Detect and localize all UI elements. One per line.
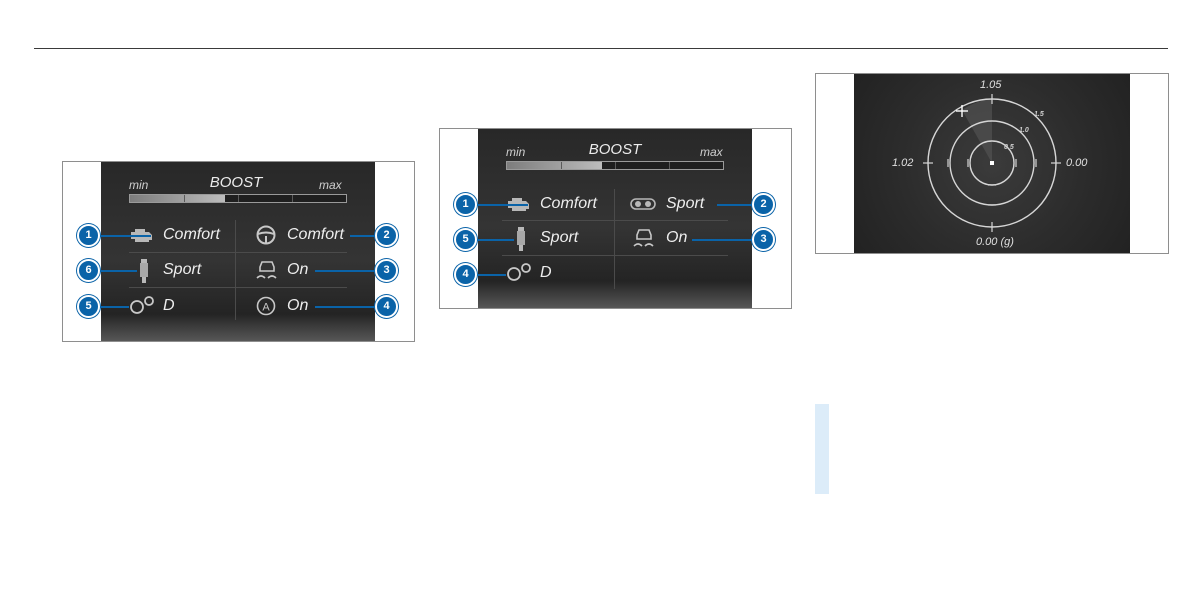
value-steering: Comfort	[287, 226, 344, 244]
boost-title: BOOST	[191, 174, 281, 191]
g-label-bottom: 0.00 (g)	[976, 236, 1014, 248]
suspension-icon	[514, 227, 528, 251]
g-meter-screen: 1.05 1.02 0.00 0.00 (g) 1.5 1.0 0.5	[854, 74, 1130, 253]
value-suspension: Sport	[540, 229, 578, 247]
eco-start-stop-icon: A	[255, 295, 277, 317]
value-esp: On	[666, 229, 687, 247]
ring-label-outer: 1.5	[1034, 111, 1044, 118]
value-esp: On	[287, 261, 308, 279]
callout-3: 3	[375, 259, 398, 282]
awd-icon	[630, 196, 656, 212]
value-awd: Sport	[666, 195, 704, 213]
boost-min-label: min	[506, 145, 525, 159]
boost-min-label: min	[129, 178, 148, 192]
figure-panel-3: 1.05 1.02 0.00 0.00 (g) 1.5 1.0 0.5	[815, 73, 1169, 254]
note-marker	[815, 404, 829, 494]
value-eco-start-stop: On	[287, 297, 308, 315]
g-label-left: 1.02	[892, 157, 913, 169]
callout-5: 5	[454, 228, 477, 251]
value-engine: Comfort	[540, 195, 597, 213]
figure-panel-1: BOOST min max Comfort Comfort Sport On	[62, 161, 415, 342]
boost-title: BOOST	[570, 141, 660, 158]
display-screen-2: BOOST min max Comfort Sport Sport On	[478, 129, 752, 308]
boost-max-label: max	[319, 178, 342, 192]
callout-1: 1	[454, 193, 477, 216]
boost-max-label: max	[700, 145, 723, 159]
boost-bar	[129, 194, 347, 203]
value-transmission: D	[540, 264, 552, 282]
callout-5: 5	[77, 295, 100, 318]
svg-text:A: A	[262, 302, 270, 314]
callout-3: 3	[752, 228, 775, 251]
callout-4: 4	[375, 295, 398, 318]
esp-icon	[632, 226, 656, 248]
suspension-icon	[137, 259, 151, 283]
g-label-top: 1.05	[980, 79, 1001, 91]
boost-bar-fill	[507, 162, 602, 169]
value-suspension: Sport	[163, 261, 201, 279]
figure-panel-2: BOOST min max Comfort Sport Sport On	[439, 128, 792, 309]
value-transmission: D	[163, 297, 175, 315]
boost-bar-fill	[130, 195, 225, 202]
display-screen-1: BOOST min max Comfort Comfort Sport On	[101, 162, 375, 341]
transmission-icon	[506, 263, 532, 281]
steering-wheel-icon	[255, 224, 277, 246]
transmission-icon	[129, 296, 155, 314]
esp-icon	[255, 258, 279, 280]
ring-label-inner: 0.5	[1004, 144, 1014, 151]
callout-1: 1	[77, 224, 100, 247]
callout-6: 6	[77, 259, 100, 282]
ring-label-mid: 1.0	[1019, 127, 1029, 134]
boost-bar	[506, 161, 724, 170]
top-rule	[34, 48, 1168, 49]
callout-2: 2	[375, 224, 398, 247]
callout-4: 4	[454, 263, 477, 286]
value-engine: Comfort	[163, 226, 220, 244]
callout-2: 2	[752, 193, 775, 216]
g-label-right: 0.00	[1066, 157, 1087, 169]
